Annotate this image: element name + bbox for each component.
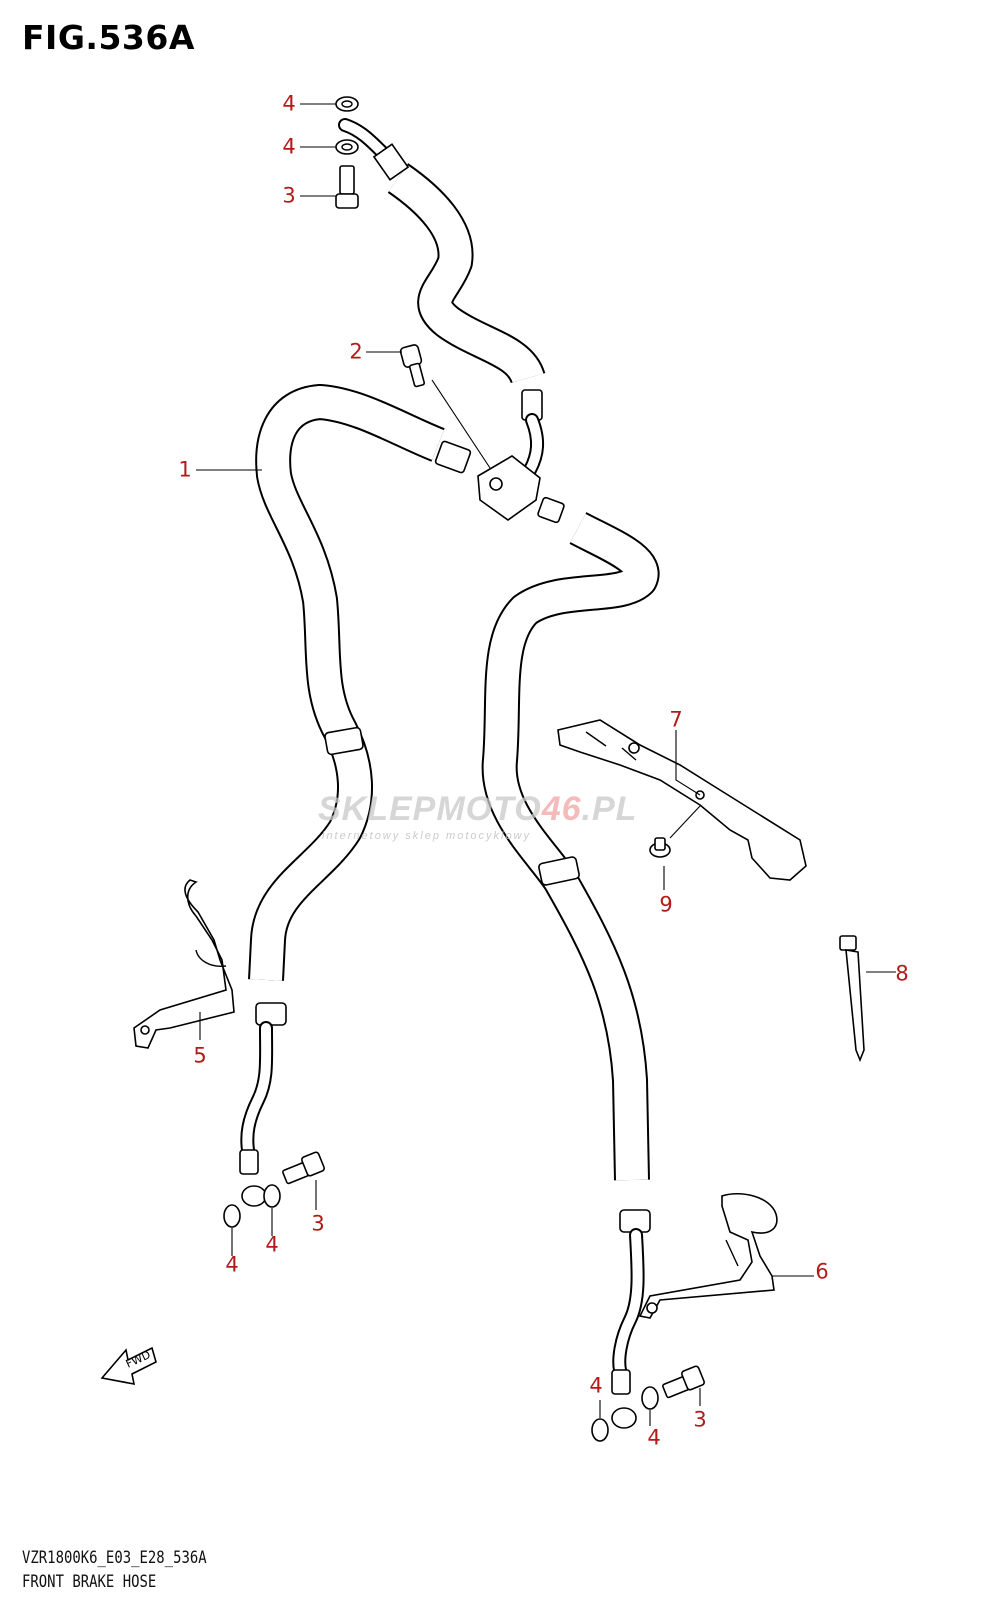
watermark-main-c: .PL bbox=[581, 790, 638, 828]
callout-4: 4 bbox=[265, 1232, 279, 1257]
callout-7: 7 bbox=[669, 707, 683, 732]
watermark-main-b: 46 bbox=[541, 790, 582, 828]
callout-9: 9 bbox=[659, 892, 673, 917]
callout-4: 4 bbox=[589, 1373, 603, 1398]
left-hose bbox=[239, 384, 472, 1207]
right-hose bbox=[481, 496, 660, 1429]
callout-2: 2 bbox=[349, 339, 363, 364]
callout-1: 1 bbox=[178, 457, 192, 482]
left-bottom-fasteners bbox=[223, 1151, 325, 1228]
callout-4: 4 bbox=[225, 1252, 239, 1277]
callout-3: 3 bbox=[311, 1211, 325, 1236]
upper-hose bbox=[338, 118, 546, 477]
right-bottom-fasteners bbox=[591, 1365, 705, 1442]
callout-3: 3 bbox=[693, 1407, 707, 1432]
callout-4: 4 bbox=[647, 1425, 661, 1450]
bolt-9 bbox=[649, 805, 701, 858]
three-way-joint bbox=[477, 455, 541, 521]
watermark-sub: internetowy sklep motocyklowy bbox=[322, 830, 532, 842]
bolt-2 bbox=[399, 344, 491, 469]
figure-title: FIG.536A bbox=[22, 18, 195, 57]
callout-5: 5 bbox=[193, 1043, 207, 1068]
cable-tie-8 bbox=[839, 935, 865, 1063]
union-bolt-top bbox=[339, 165, 355, 195]
leader-lines bbox=[196, 103, 896, 1426]
callout-4: 4 bbox=[282, 91, 296, 116]
top-fasteners bbox=[335, 96, 359, 209]
clamp-5 bbox=[133, 879, 235, 1049]
watermark-main-a: SKLEPMOTO bbox=[318, 790, 542, 828]
callout-3: 3 bbox=[282, 183, 296, 208]
fwd-arrow: FWD bbox=[100, 1346, 157, 1386]
part-title: FRONT BRAKE HOSE bbox=[22, 1572, 157, 1592]
callout-4: 4 bbox=[282, 134, 296, 159]
clamp-6 bbox=[638, 1192, 778, 1319]
washer-top-1 bbox=[335, 96, 359, 112]
washer-top-2 bbox=[335, 139, 359, 155]
watermark: SKLEPMOTO46.PL bbox=[318, 790, 637, 829]
callout-6: 6 bbox=[815, 1259, 829, 1284]
model-code: VZR1800K6_E03_E28_536A bbox=[22, 1548, 207, 1568]
callout-8: 8 bbox=[895, 961, 909, 986]
